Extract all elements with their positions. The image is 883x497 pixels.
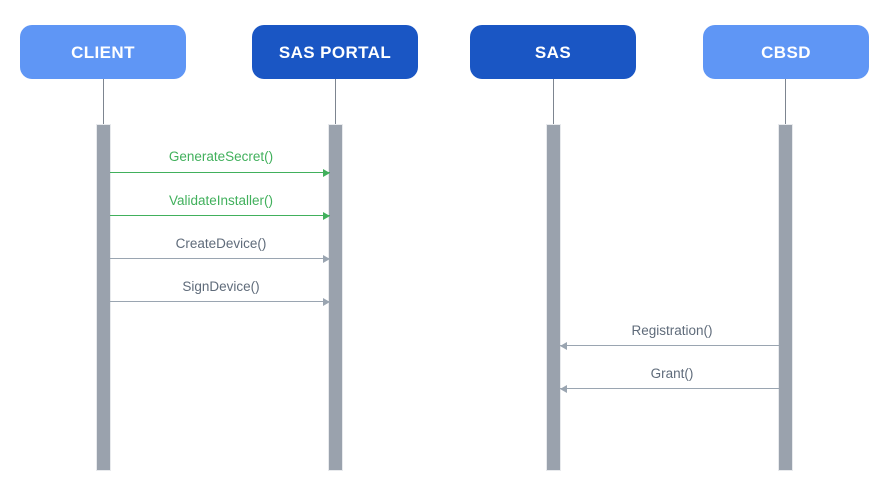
message-label-generate-secret: GenerateSecret()	[168, 149, 274, 164]
message-line-create-device	[110, 258, 330, 259]
actor-box-cbsd[interactable]: CBSD	[703, 25, 869, 79]
activation-bar-cbsd	[778, 124, 793, 471]
arrow-head-registration	[560, 341, 567, 350]
actor-label-cbsd: CBSD	[761, 42, 811, 62]
message-line-sign-device	[110, 301, 330, 302]
actor-label-client: CLIENT	[71, 42, 135, 62]
activation-bar-client	[96, 124, 111, 471]
message-label-sign-device: SignDevice()	[182, 279, 260, 294]
arrow-head-sign-device	[323, 297, 330, 306]
actor-label-sas: SAS	[534, 42, 572, 62]
actor-box-sas-portal[interactable]: SAS PORTAL	[252, 25, 418, 79]
arrow-head-create-device	[323, 254, 330, 263]
message-line-validate-installer	[110, 215, 330, 216]
arrow-head-generate-secret	[323, 168, 330, 177]
message-line-registration	[560, 345, 779, 346]
message-label-registration: Registration()	[631, 323, 713, 338]
message-line-generate-secret	[110, 172, 330, 173]
message-label-grant: Grant()	[650, 366, 694, 381]
message-label-create-device: CreateDevice()	[175, 236, 267, 251]
actor-label-sas-portal: SAS PORTAL	[278, 42, 392, 62]
message-label-validate-installer: ValidateInstaller()	[168, 193, 274, 208]
activation-bar-sas-portal	[328, 124, 343, 471]
actor-box-client[interactable]: CLIENT	[20, 25, 186, 79]
activation-bar-sas	[546, 124, 561, 471]
arrow-head-grant	[560, 384, 567, 393]
actor-box-sas[interactable]: SAS	[470, 25, 636, 79]
message-line-grant	[560, 388, 779, 389]
arrow-head-validate-installer	[323, 211, 330, 220]
